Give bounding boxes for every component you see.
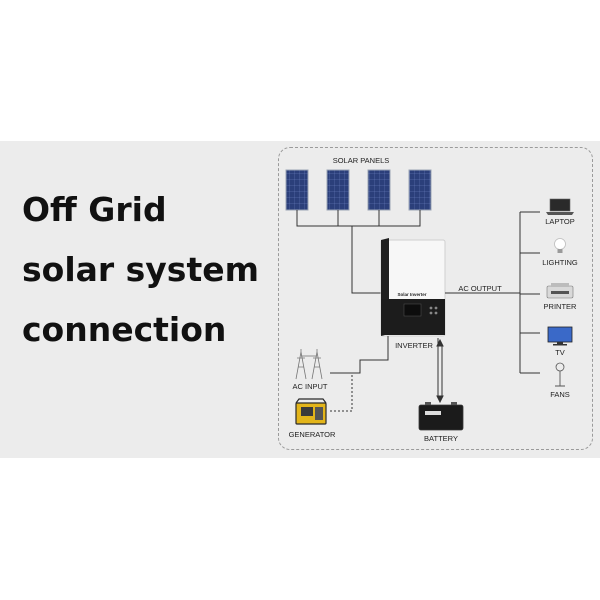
laptop-icon	[546, 198, 574, 215]
generator-icon	[295, 398, 327, 425]
title-line-3: connection	[22, 310, 227, 349]
battery-icon	[418, 402, 464, 431]
inverter-icon: Solar Inverter	[380, 238, 446, 337]
solar-panel-icon	[285, 169, 309, 211]
printer-icon	[546, 283, 574, 299]
inverter-brand-label: Solar Inverter	[397, 292, 426, 297]
load-label-fans: FANS	[550, 390, 570, 399]
generator-label: GENERATOR	[289, 430, 336, 439]
solar-panel-icon	[408, 169, 432, 211]
ac-output-wiring	[445, 211, 540, 374]
ac-output-label: AC OUTPUT	[458, 284, 502, 293]
title-line-2: solar system	[22, 250, 259, 289]
ac-input-label: AC INPUT	[292, 382, 327, 391]
inverter-label: INVERTER	[395, 341, 433, 350]
solar-panel-icon	[367, 169, 391, 211]
input-wiring	[330, 336, 389, 374]
battery-wiring	[436, 338, 444, 404]
generator-wiring	[330, 374, 353, 412]
solar-panels-label: SOLAR PANELS	[333, 156, 390, 165]
pylon-icon	[295, 349, 323, 380]
solar-panel-icon	[326, 169, 350, 211]
diagram-frame	[278, 147, 593, 450]
fan-icon	[555, 362, 565, 387]
title-line-1: Off Grid	[22, 190, 167, 229]
battery-label: BATTERY	[424, 434, 458, 443]
load-label-tv: TV	[555, 348, 565, 357]
load-label-laptop: LAPTOP	[545, 217, 574, 226]
bulb-icon	[554, 238, 566, 253]
load-label-lighting: LIGHTING	[542, 258, 578, 267]
panel-wiring	[296, 210, 421, 294]
load-label-printer: PRINTER	[544, 302, 578, 311]
tv-icon	[547, 326, 573, 346]
